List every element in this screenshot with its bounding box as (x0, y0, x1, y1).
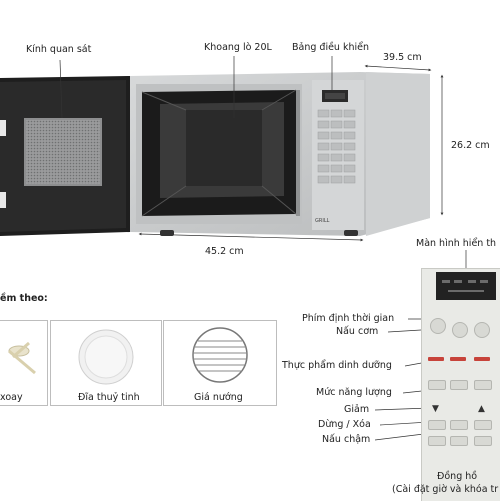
accessory-card-plate (50, 320, 162, 406)
increase-arrow-icon: ▲ (478, 404, 485, 414)
roller-ring-icon (8, 341, 36, 375)
decrease-callout: Giảm (344, 404, 370, 415)
stop-clear-button (428, 420, 446, 430)
power-callout: Mức năng lượng (316, 387, 392, 398)
rice-callout: Nấu cơm (336, 326, 379, 337)
depth-label: 39.5 cm (383, 52, 422, 63)
height-label: 26.2 cm (451, 140, 490, 151)
panel-lcd-display (436, 272, 496, 300)
power-button-3 (474, 380, 492, 390)
clock-callout: Đồng hồ (437, 471, 478, 482)
nutrition-button (428, 357, 444, 361)
accessory-caption-rack: Giá nướng (194, 392, 243, 403)
timer-callout: Phím định thời gian (302, 313, 395, 324)
nutrition-callout: Thực phẩm dinh dưỡng (282, 360, 392, 371)
door-latch-top (0, 120, 6, 136)
power-button (428, 380, 446, 390)
width-label: 45.2 cm (205, 246, 244, 257)
door-latch-bottom (0, 192, 6, 208)
microwave-body (130, 72, 430, 236)
accessories-heading: ềm theo: (0, 293, 48, 304)
callout-lines (59, 56, 444, 242)
cavity-label: Khoang lò 20L (204, 42, 272, 53)
decrease-arrow-icon: ▼ (432, 404, 439, 414)
grill-badge: GRILL (315, 218, 330, 224)
nutrition-button-3 (474, 357, 490, 361)
open-door (0, 76, 130, 236)
grill-rack-icon (192, 327, 248, 383)
nutrition-button-2 (450, 357, 466, 361)
accessory-caption-roller: xoay (0, 392, 23, 403)
accessory-card-rack (163, 320, 277, 406)
rice-button (452, 322, 468, 338)
accessory-caption-plate: Đĩa thuỷ tinh (78, 392, 140, 403)
clock-note-callout: (Cài đặt giờ và khóa tr (392, 484, 499, 495)
glass-plate-icon (78, 329, 134, 385)
extra-round-button (474, 322, 490, 338)
panel-button-c (450, 436, 468, 446)
control-panel-label: Bảng điều khiển (292, 42, 369, 53)
timer-button (430, 318, 446, 334)
front-panel-buttons (317, 109, 356, 184)
panel-button-a (450, 420, 468, 430)
slow-cook-button (428, 436, 446, 446)
accessory-card-roller (0, 320, 48, 406)
clock-button (474, 436, 492, 446)
slow-cook-callout: Nấu chậm (322, 434, 371, 445)
display-callout: Màn hình hiển th (416, 238, 497, 249)
power-button-2 (450, 380, 468, 390)
stop-clear-callout: Dừng / Xóa (318, 419, 371, 430)
glass-window-label: Kính quan sát (26, 44, 92, 55)
panel-button-b (474, 420, 492, 430)
